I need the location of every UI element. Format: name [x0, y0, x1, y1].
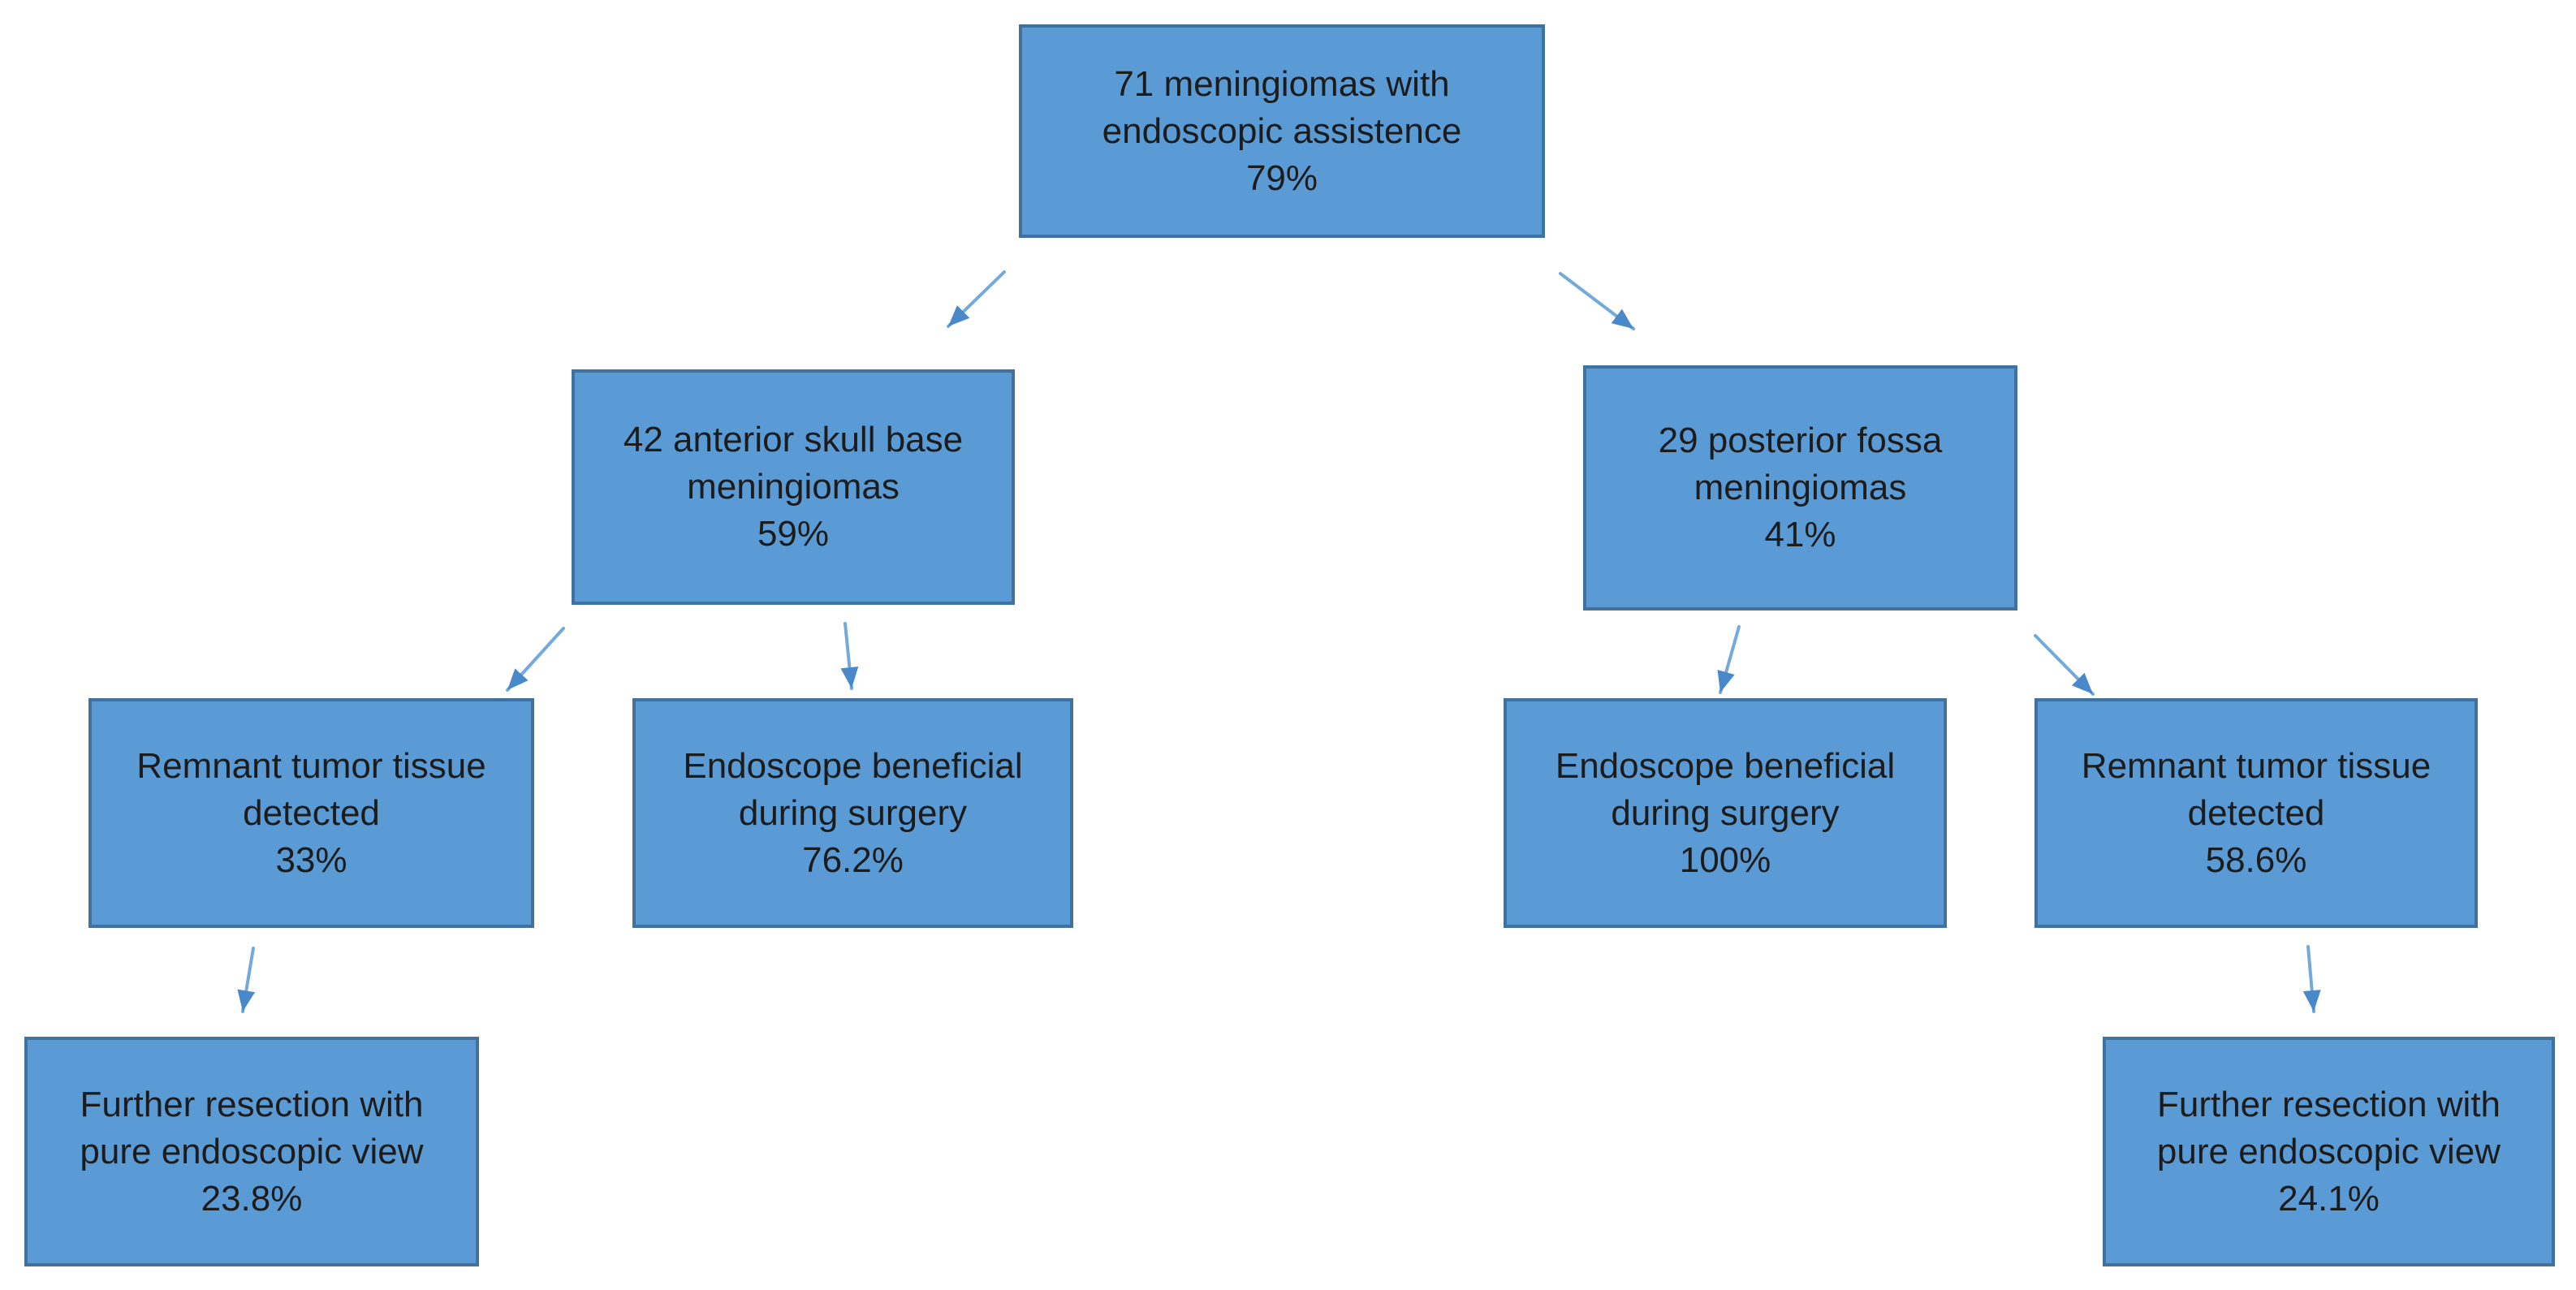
node-anterior-endoscope-beneficial: Endoscope beneficial during surgery 76.2… — [632, 698, 1073, 928]
node-label-line: endoscopic assistence — [1102, 110, 1462, 151]
arrow-total-to-posterior — [1559, 272, 1635, 330]
node-percentage: 41% — [1764, 515, 1836, 554]
node-percentage: 59% — [757, 514, 830, 554]
node-label-line: Further resection with — [80, 1084, 424, 1124]
node-label-line: Endoscope beneficial — [683, 745, 1023, 786]
node-label-line: Remnant tumor tissue — [2081, 745, 2431, 786]
node-percentage: 23.8% — [201, 1178, 303, 1219]
node-posterior-remnant-tumor: Remnant tumor tissue detected 58.6% — [2034, 698, 2478, 928]
node-label-line: meningiomas — [1694, 468, 1907, 507]
node-anterior-skull-base: 42 anterior skull base meningiomas 59% — [572, 369, 1015, 605]
node-percentage: 100% — [1679, 839, 1771, 880]
node-label-line: Endoscope beneficial — [1555, 745, 1896, 786]
node-posterior-fossa: 29 posterior fossa meningiomas 41% — [1583, 365, 2017, 610]
arrow-anterior-to-remnant — [506, 627, 565, 692]
node-label-line: 71 meningiomas with — [1114, 63, 1450, 104]
node-label-line: detected — [2187, 792, 2325, 833]
node-anterior-further-resection: Further resection with pure endoscopic v… — [24, 1037, 479, 1266]
node-percentage: 24.1% — [2278, 1178, 2380, 1219]
node-label-line: meningiomas — [687, 467, 900, 507]
node-posterior-endoscope-beneficial: Endoscope beneficial during surgery 100% — [1504, 698, 1947, 928]
node-label-line: during surgery — [1611, 792, 1840, 833]
node-anterior-remnant-tumor: Remnant tumor tissue detected 33% — [88, 698, 534, 928]
arrow-remnant-to-resection-left — [237, 947, 256, 1013]
node-label-line: pure endoscopic view — [2156, 1131, 2501, 1171]
arrow-total-to-anterior — [947, 270, 1006, 328]
node-percentage: 33% — [275, 839, 347, 880]
node-percentage: 79% — [1245, 157, 1318, 198]
node-percentage: 58.6% — [2205, 839, 2307, 880]
node-label-line: Remnant tumor tissue — [136, 745, 486, 786]
arrow-remnant-to-resection-right — [2302, 945, 2321, 1013]
arrow-posterior-to-remnant — [2034, 634, 2095, 696]
node-posterior-further-resection: Further resection with pure endoscopic v… — [2103, 1037, 2555, 1266]
node-total-meningiomas: 71 meningiomas with endoscopic assistenc… — [1019, 24, 1545, 238]
node-label-line: pure endoscopic view — [80, 1131, 424, 1171]
arrow-posterior-to-beneficial — [1717, 625, 1741, 694]
node-label-line: 29 posterior fossa — [1658, 421, 1943, 460]
node-label-line: 42 anterior skull base — [623, 420, 964, 459]
node-label-line: during surgery — [738, 792, 968, 833]
arrow-anterior-to-beneficial — [840, 622, 859, 690]
node-percentage: 76.2% — [802, 839, 904, 880]
node-label-line: detected — [243, 792, 380, 833]
node-label-line: Further resection with — [2156, 1084, 2501, 1124]
